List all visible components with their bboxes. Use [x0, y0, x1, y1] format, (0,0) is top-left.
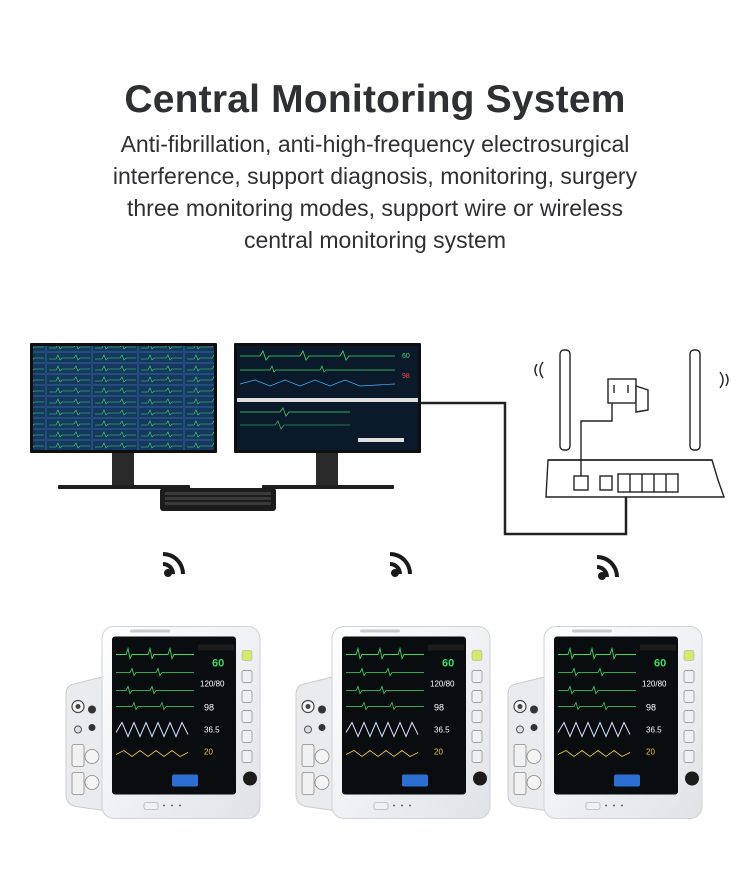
wifi-icon	[163, 552, 185, 577]
page-subtitle: Anti-fibrillation, anti-high-frequency e…	[112, 131, 638, 253]
network-cable	[420, 401, 628, 536]
svg-text:98: 98	[402, 373, 410, 380]
svg-text:60: 60	[402, 353, 410, 360]
central-display-right: 60 98	[234, 343, 421, 489]
patient-monitor-3	[507, 625, 703, 820]
wifi-icon	[390, 552, 412, 577]
central-display-left	[30, 343, 217, 489]
patient-monitor-1	[65, 625, 261, 820]
page-title: Central Monitoring System	[124, 78, 626, 121]
wifi-icon	[597, 555, 619, 580]
patient-monitor-2	[295, 625, 491, 820]
keyboard-icon	[160, 488, 276, 511]
router-icon	[534, 349, 729, 498]
